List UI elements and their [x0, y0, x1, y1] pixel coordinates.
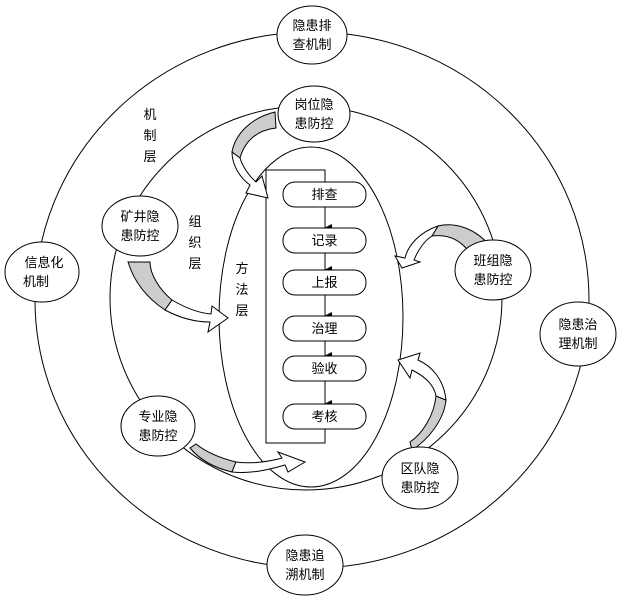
feedback-loop-line — [265, 169, 326, 444]
step-4: 验收 — [282, 355, 367, 382]
step-5: 考核 — [282, 403, 367, 430]
node-label: 班组隐 — [473, 254, 512, 269]
node-mechanism-left: 信息化 机制 — [4, 241, 80, 303]
svg-text:法: 法 — [235, 283, 248, 298]
node-label: 理机制 — [558, 337, 597, 352]
step-label: 上报 — [311, 276, 337, 291]
node-label: 患防控 — [294, 116, 333, 132]
node-label: 岗位隐 — [294, 98, 333, 113]
node-mechanism-bottom: 隐患追 溯机制 — [266, 534, 344, 596]
node-mechanism-top: 隐患排 查机制 — [276, 5, 348, 65]
step-label: 记录 — [311, 234, 337, 249]
step-0: 排查 — [282, 181, 367, 208]
node-label: 隐患治 — [558, 318, 597, 333]
node-label: 机制 — [23, 275, 49, 290]
node-label: 患防控 — [138, 428, 177, 444]
svg-text:层: 层 — [235, 304, 248, 319]
label-method-layer: 方 法 层 — [235, 261, 248, 319]
step-label: 排查 — [311, 188, 337, 203]
step-1: 记录 — [282, 227, 367, 254]
step-label: 考核 — [311, 410, 337, 425]
node-label: 患防控 — [473, 272, 512, 288]
node-label: 专业隐 — [138, 410, 177, 425]
curved-arrow-post — [231, 111, 277, 159]
label-organization-layer: 组 织 层 — [188, 215, 201, 272]
curved-arrow-mine — [127, 261, 173, 311]
svg-text:层: 层 — [143, 150, 156, 165]
node-label: 区队隐 — [400, 462, 439, 477]
step-label: 治理 — [311, 322, 337, 337]
node-org-mine: 矿井隐 患防控 — [101, 195, 179, 257]
step-2: 上报 — [282, 269, 367, 296]
svg-text:制: 制 — [143, 129, 156, 144]
node-org-team: 班组隐 患防控 — [454, 239, 532, 301]
label-mechanism-layer: 机 制 层 — [143, 108, 156, 165]
node-label: 患防控 — [400, 480, 439, 496]
svg-text:方: 方 — [235, 261, 248, 277]
step-label: 验收 — [311, 361, 337, 377]
node-label: 隐患排 — [292, 19, 331, 34]
node-label: 溯机制 — [285, 567, 324, 583]
node-label: 隐患追 — [285, 548, 324, 564]
node-label: 信息化 — [24, 255, 63, 271]
svg-text:组: 组 — [188, 215, 201, 230]
step-3: 治理 — [282, 315, 367, 342]
node-label: 矿井隐 — [120, 210, 159, 225]
node-mechanism-right: 隐患治 理机制 — [539, 301, 617, 367]
node-label: 查机制 — [292, 38, 331, 53]
node-label: 患防控 — [120, 228, 159, 244]
svg-text:机: 机 — [143, 108, 156, 123]
svg-text:织: 织 — [188, 236, 201, 251]
node-org-specialty: 专业隐 患防控 — [120, 395, 196, 457]
step-box — [282, 403, 367, 430]
curved-arrow-district — [409, 395, 447, 451]
node-org-district: 区队隐 患防控 — [381, 446, 459, 510]
svg-text:层: 层 — [188, 257, 201, 272]
node-org-post: 岗位隐 患防控 — [277, 85, 351, 143]
